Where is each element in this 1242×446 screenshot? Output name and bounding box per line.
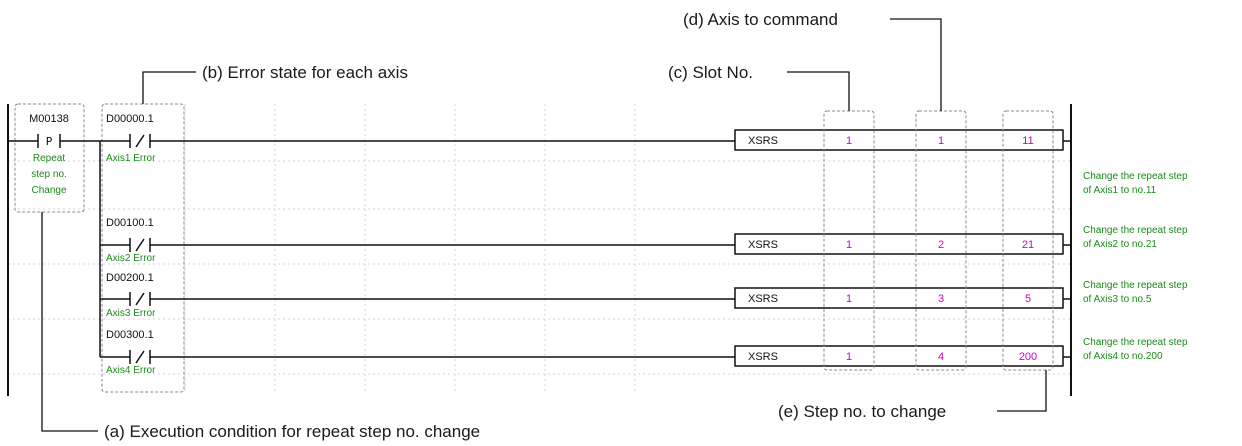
rung-2-step: 21 bbox=[1022, 239, 1034, 251]
step-column-box bbox=[1002, 110, 1054, 371]
annotation-b-text: (b) Error state for each axis bbox=[202, 63, 408, 82]
exec-contact-symbol: P bbox=[46, 135, 53, 148]
rung-1-comment-line-1: Change the repeat step bbox=[1083, 171, 1188, 182]
rung-1-instruction: XSRS bbox=[748, 135, 778, 147]
exec-condition-contact: M00138 P Repeat step no. Change bbox=[8, 103, 100, 213]
rung-3-instruction: XSRS bbox=[748, 293, 778, 305]
rung-1-contact-label: Axis1 Error bbox=[106, 153, 156, 164]
rung-4-contact-address: D00300.1 bbox=[106, 329, 154, 341]
rung-1: D00000.1 Axis1 Error XSRS 1 1 11 Change … bbox=[100, 113, 1188, 196]
rung-4-axis: 4 bbox=[938, 351, 944, 363]
annotation-a: (a) Execution condition for repeat step … bbox=[41, 212, 480, 441]
annotation-c-text: (c) Slot No. bbox=[668, 63, 753, 82]
rung-4-contact-label: Axis4 Error bbox=[106, 365, 156, 376]
rung-3-slot: 1 bbox=[846, 293, 852, 305]
rung-1-contact-address: D00000.1 bbox=[106, 113, 154, 125]
rung-2: D00100.1 Axis2 Error XSRS 1 2 21 Change … bbox=[100, 217, 1188, 264]
rung-2-slot: 1 bbox=[846, 239, 852, 251]
exec-contact-label-line-2: step no. bbox=[31, 169, 67, 180]
annotation-d-text: (d) Axis to command bbox=[683, 10, 838, 29]
rung-3: D00200.1 Axis3 Error XSRS 1 3 5 Change t… bbox=[100, 272, 1188, 319]
rung-3-comment-line-2: of Axis3 to no.5 bbox=[1083, 294, 1152, 305]
rung-2-instruction: XSRS bbox=[748, 239, 778, 251]
annotation-c: (c) Slot No. bbox=[668, 63, 850, 111]
rung-4-slot: 1 bbox=[846, 351, 852, 363]
rung-4-instruction: XSRS bbox=[748, 351, 778, 363]
annotation-d: (d) Axis to command bbox=[683, 10, 942, 111]
rung-4-step: 200 bbox=[1019, 351, 1037, 363]
exec-contact-label-line-1: Repeat bbox=[33, 153, 65, 164]
annotation-a-text: (a) Execution condition for repeat step … bbox=[104, 422, 480, 441]
rung-3-step: 5 bbox=[1025, 293, 1031, 305]
rung-4: D00300.1 Axis4 Error XSRS 1 4 200 Change… bbox=[100, 329, 1188, 376]
annotation-e-text: (e) Step no. to change bbox=[778, 402, 946, 421]
rung-1-step: 11 bbox=[1022, 135, 1033, 147]
rung-1-slot: 1 bbox=[846, 135, 852, 147]
annotation-e: (e) Step no. to change bbox=[778, 370, 1047, 421]
rung-4-comment-line-2: of Axis4 to no.200 bbox=[1083, 351, 1163, 362]
rung-3-comment-line-1: Change the repeat step bbox=[1083, 280, 1188, 291]
rung-4-comment-line-1: Change the repeat step bbox=[1083, 337, 1188, 348]
rung-2-axis: 2 bbox=[938, 239, 944, 251]
exec-contact-label-line-3: Change bbox=[31, 185, 66, 196]
rung-1-axis: 1 bbox=[938, 135, 944, 147]
rung-3-contact-label: Axis3 Error bbox=[106, 308, 156, 319]
rung-3-contact-address: D00200.1 bbox=[106, 272, 154, 284]
grid bbox=[8, 104, 1070, 394]
rung-2-contact-address: D00100.1 bbox=[106, 217, 154, 229]
rung-2-comment-line-1: Change the repeat step bbox=[1083, 225, 1188, 236]
rung-2-contact-label: Axis2 Error bbox=[106, 253, 156, 264]
error-contacts-box bbox=[101, 103, 185, 393]
annotation-b: (b) Error state for each axis bbox=[142, 63, 408, 104]
rung-2-comment-line-2: of Axis2 to no.21 bbox=[1083, 239, 1157, 250]
rung-3-axis: 3 bbox=[938, 293, 944, 305]
exec-contact-address: M00138 bbox=[29, 113, 69, 125]
rung-1-comment-line-2: of Axis1 to no.11 bbox=[1083, 185, 1157, 196]
